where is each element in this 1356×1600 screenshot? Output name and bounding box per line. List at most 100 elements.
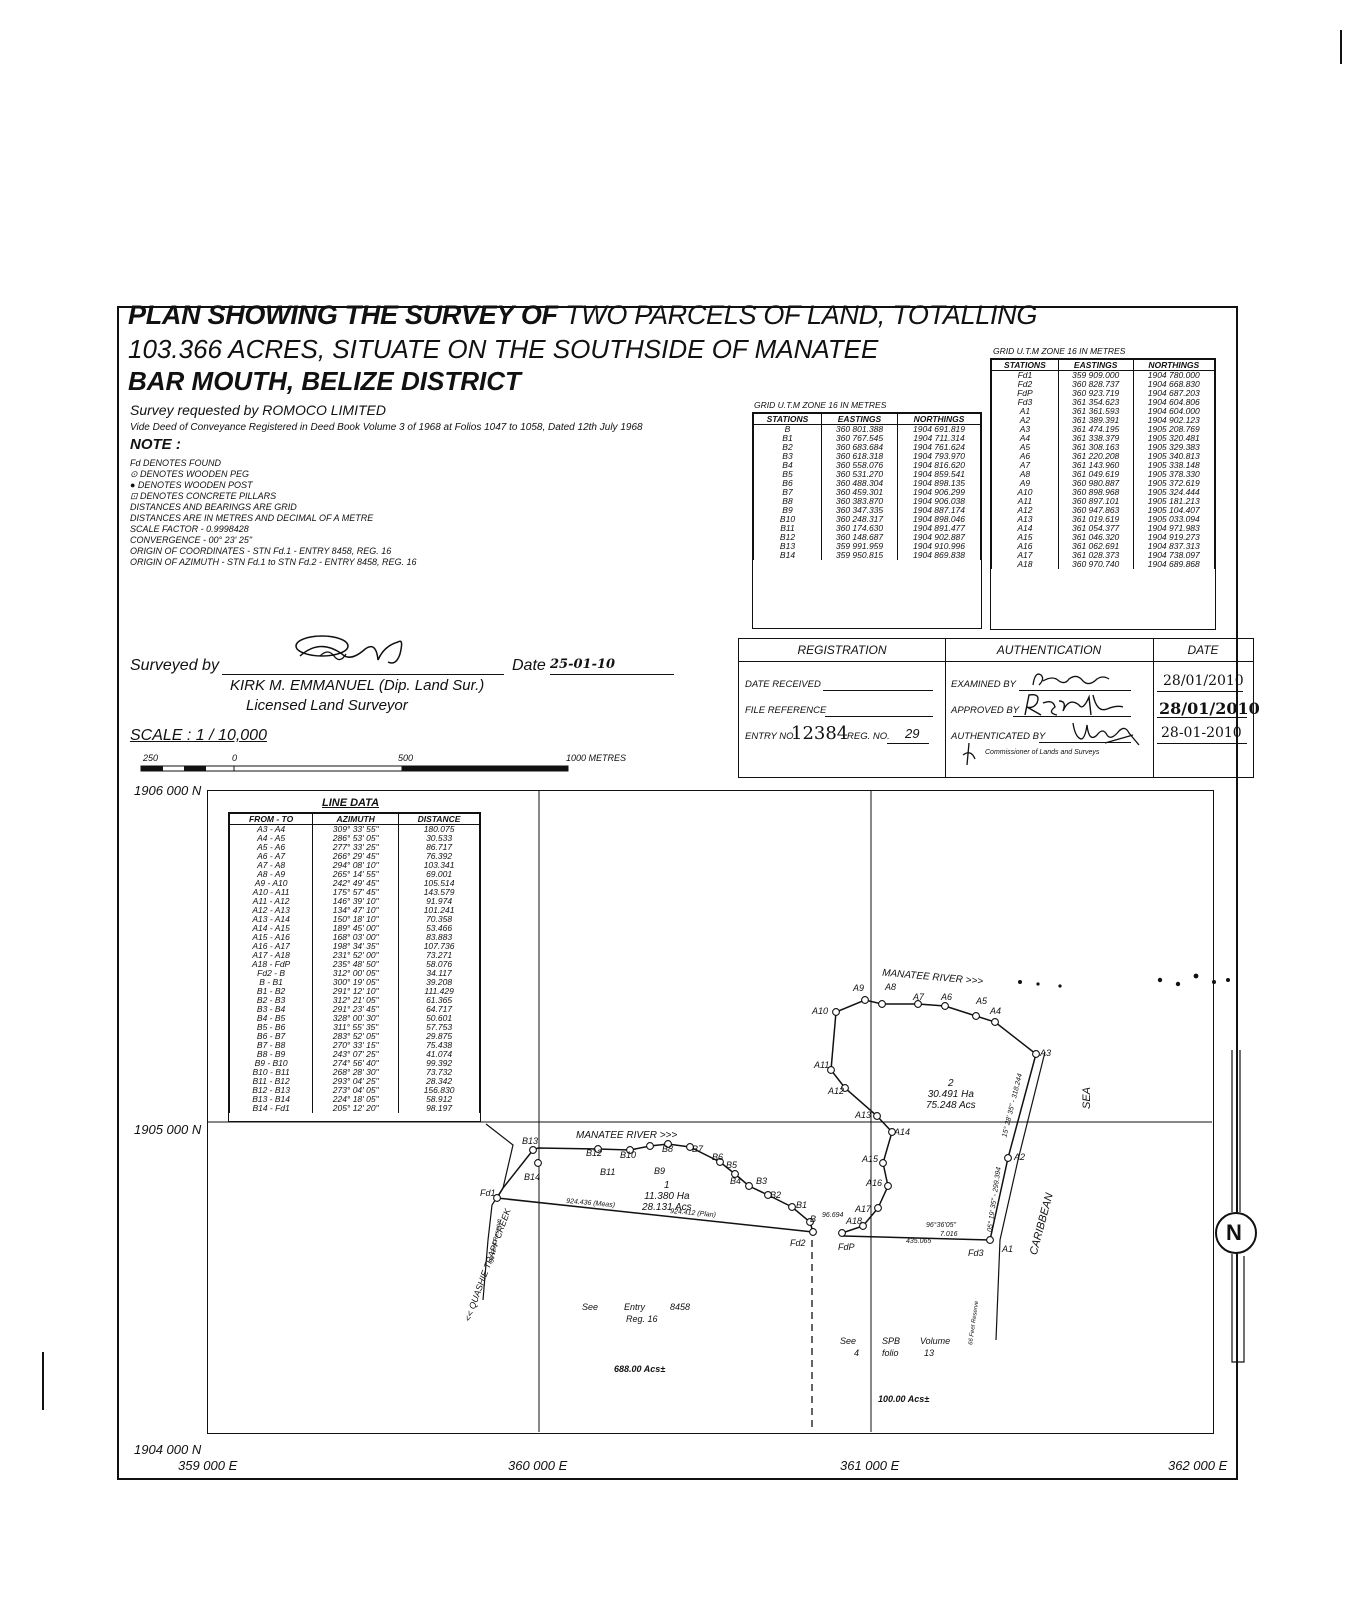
table-cell: A12 - A13 — [228, 906, 314, 915]
table-cell: 360 767.545 — [820, 434, 899, 443]
table-cell: 198° 34' 35" — [312, 942, 400, 951]
scale-bar — [140, 765, 569, 772]
acres-east: 100.00 Acs± — [878, 1394, 930, 1404]
table-cell: A16 - A17 — [228, 942, 314, 951]
table-cell: 235° 48' 50" — [312, 960, 400, 969]
table-cell: B5 - B6 — [228, 1023, 314, 1032]
table-cell: 1904 971.983 — [1132, 524, 1216, 533]
surveyor-signature — [295, 635, 403, 664]
table-cell: 58.912 — [398, 1095, 480, 1104]
line-data-title: LINE DATA — [322, 797, 380, 809]
table-cell: A13 — [991, 515, 1059, 524]
table-cell: 291° 23' 45" — [312, 1005, 400, 1014]
table-cell: 311° 55' 35" — [312, 1023, 400, 1032]
table-cell: 189° 45' 00" — [312, 924, 400, 933]
table-cell: 273° 04' 05" — [312, 1086, 400, 1095]
table-cell: A12 — [991, 506, 1059, 515]
registration-box: REGISTRATION AUTHENTICATION DATE DATE RE… — [738, 638, 1260, 778]
authenticator-signature — [1072, 722, 1140, 746]
table-cell: 58.076 — [398, 960, 480, 969]
table-cell: 300° 19' 05" — [312, 978, 400, 987]
table-cell: 28.342 — [398, 1077, 480, 1086]
distance-a18: 96.694 — [822, 1212, 844, 1219]
table-cell: 86.717 — [398, 843, 480, 852]
table-cell: A9 - A10 — [228, 879, 314, 888]
label-b4: B4 — [730, 1176, 741, 1186]
note-line: Fd DENOTES FOUND — [130, 458, 222, 468]
note-line: ORIGIN OF AZIMUTH - STN Fd.1 to STN Fd.2… — [130, 557, 417, 567]
sea-label: SEA — [1081, 1086, 1094, 1110]
table-cell: FdP — [991, 389, 1059, 398]
note-heading: NOTE : — [130, 436, 181, 453]
table-cell: A18 — [991, 560, 1059, 569]
distance-fdp-fd3: 435.065 — [906, 1238, 932, 1245]
label-b13: B13 — [522, 1136, 538, 1146]
date-line — [550, 674, 674, 675]
label-b14: B14 — [524, 1172, 540, 1182]
table-cell: B2 - B3 — [228, 996, 314, 1005]
signature-line — [222, 674, 504, 675]
examined-by-line — [1019, 690, 1131, 691]
note-line: ⊡ DENOTES CONCRETE PILLARS — [130, 491, 277, 501]
table-cell: 41.074 — [398, 1050, 480, 1059]
table-cell: 359 950.815 — [820, 551, 899, 560]
table-cell: 1905 208.769 — [1132, 425, 1216, 434]
table-cell: 360 148.687 — [820, 533, 899, 542]
plan-frame — [117, 306, 1238, 1480]
label-a12: A12 — [827, 1086, 844, 1096]
table-cell: 359 991.959 — [820, 542, 899, 551]
note-line: ORIGIN OF COORDINATES - STN Fd.1 - ENTRY… — [130, 546, 392, 556]
label-a18: A18 — [845, 1216, 862, 1226]
table-cell: 1904 687.203 — [1132, 389, 1216, 398]
reg-no-label: REG. NO. — [847, 731, 890, 742]
table-cell: 283° 52' 05" — [312, 1032, 400, 1041]
table-cell: 1905 181.213 — [1132, 497, 1216, 506]
note-line: CONVERGENCE - 00° 23' 25" — [130, 535, 253, 545]
table-cell: 175° 57' 45" — [312, 888, 400, 897]
table-cell: A3 — [991, 425, 1059, 434]
date-label: Date — [512, 657, 546, 674]
easting-361: 361 000 E — [840, 1458, 900, 1473]
table-cell: A8 — [991, 470, 1059, 479]
table-cell: 39.208 — [398, 978, 480, 987]
table-cell: A1 — [991, 407, 1059, 416]
entry-no-value: 12384 — [791, 723, 849, 744]
table-cell: 53.466 — [398, 924, 480, 933]
table-cell: 61.365 — [398, 996, 480, 1005]
table-cell: A10 — [991, 488, 1059, 497]
table-cell: 103.341 — [398, 861, 480, 870]
table-cell: B1 - B2 — [228, 987, 314, 996]
label-a14: A14 — [893, 1127, 910, 1137]
table-cell: 73.271 — [398, 951, 480, 960]
table-cell: 1904 793.970 — [897, 452, 981, 461]
scale-tick-250: 250 — [143, 753, 159, 763]
table-cell: A4 — [991, 434, 1059, 443]
note-line: DISTANCES AND BEARINGS ARE GRID — [130, 502, 297, 512]
entry-note-number: 8458 — [670, 1302, 691, 1312]
label-a8: A8 — [884, 982, 896, 992]
scale-tick-500: 500 — [398, 753, 414, 763]
authenticated-by-label: AUTHENTICATED BY — [951, 731, 1046, 742]
table-cell: 274° 56' 40" — [312, 1059, 400, 1068]
label-b2: B2 — [770, 1190, 781, 1200]
table-cell: B7 - B8 — [228, 1041, 314, 1050]
table-cell: Fd2 - B — [228, 969, 314, 978]
